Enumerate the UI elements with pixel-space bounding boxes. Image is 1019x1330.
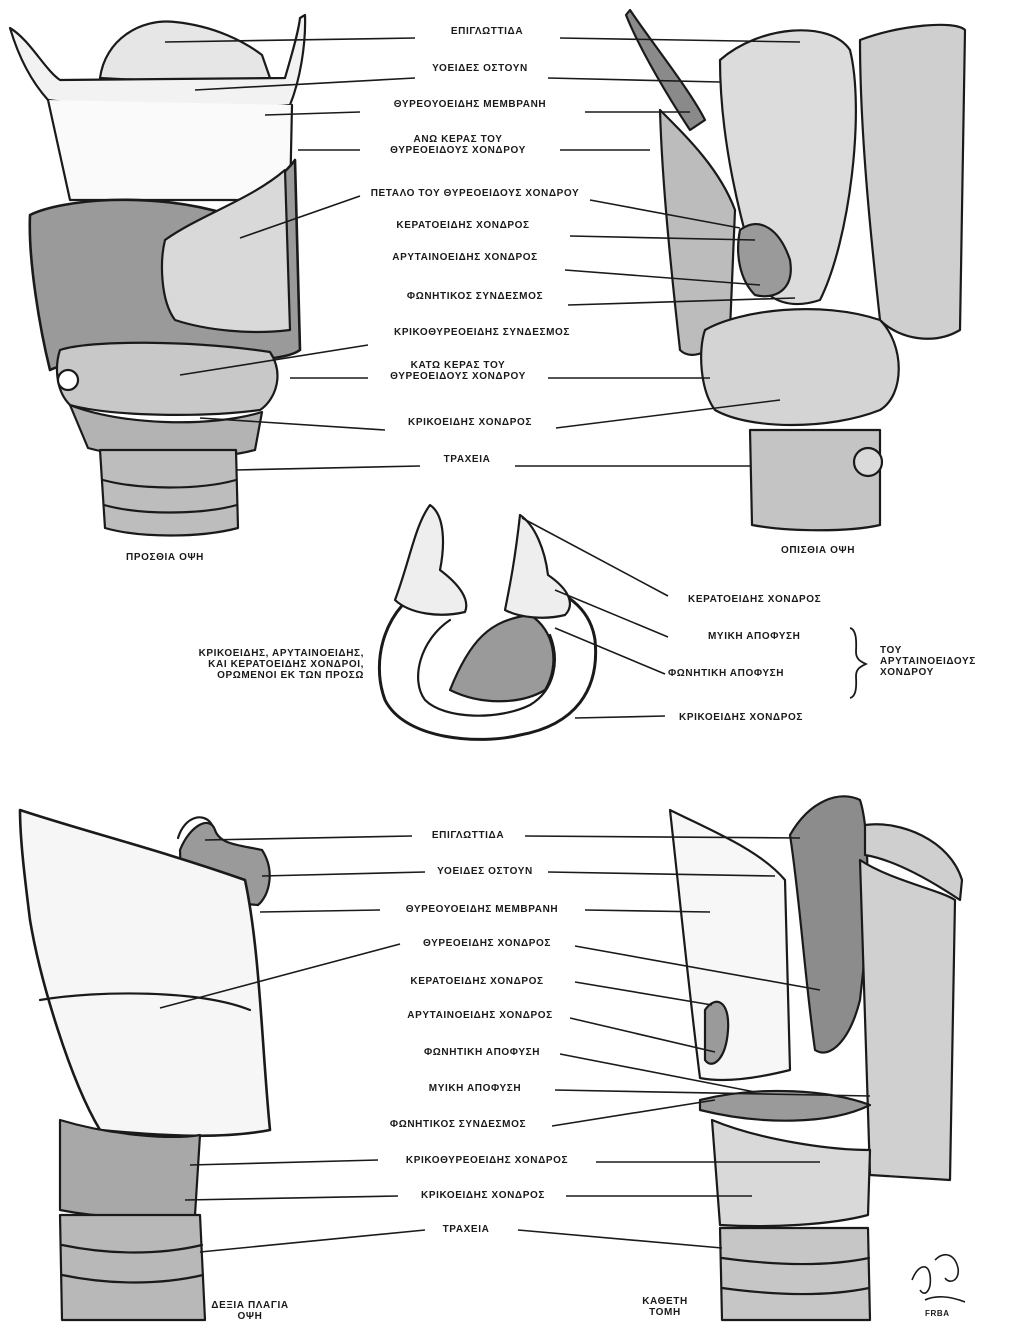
leader-line <box>548 78 720 82</box>
lateral-view-drawing <box>20 810 270 1320</box>
label-thyrohyoid-membrane-top: ΘΥΡΕΟΥΟΕΙΔΗΣ ΜΕΜΒΡΑΝΗ <box>394 99 546 111</box>
middle-cricoid-lamina-shade <box>450 615 553 701</box>
leader-line <box>575 716 665 718</box>
anterior-thyrohyoid-membrane <box>48 100 292 200</box>
label-cricoid-top: ΚΡΙΚΟΕΙΔΗΣ ΧΟΝΔΡΟΣ <box>408 417 532 429</box>
leader-line <box>525 836 800 838</box>
posterior-trachea <box>750 430 880 530</box>
posterior-left-lamina <box>660 110 735 355</box>
anterior-cricothyroid-region <box>57 343 277 415</box>
label-cricothyroid-bottom: ΚΡΙΚΟΘΥΡΕΟΕΙΔΗΣ ΧΟΝΔΡΟΣ <box>406 1155 568 1167</box>
label-middle-brace-caption: ΤΟΥ ΑΡΥΤΑΙΝΟΕΙΔΟΥΣ ΧΟΝΔΡΟΥ <box>880 645 976 678</box>
sagittal-epiglottis <box>790 796 868 1052</box>
leader-line <box>555 590 668 637</box>
leader-line <box>185 1196 398 1200</box>
sagittal-thyroid-plate <box>670 810 790 1080</box>
caption-posterior-view: ΟΠΙΣΘΙΑ ΟΨΗ <box>781 545 855 557</box>
label-hyoid-top: ΥΟΕΙΔΕΣ ΟΣΤΟΥΝ <box>432 63 528 75</box>
anterior-left-horn-knob <box>58 370 78 390</box>
label-epiglottis-bottom: ΕΠΙΓΛΩΤΤΙΔΑ <box>432 830 504 842</box>
caption-signature: FRBA <box>925 1308 950 1320</box>
leader-line <box>205 836 412 840</box>
label-superior-horn: ΑΝΩ ΚΕΡΑΣ ΤΟΥ ΘΥΡΕΟΕΙΔΟΥΣ ΧΟΝΔΡΟΥ <box>390 134 526 156</box>
sagittal-trachea <box>720 1228 870 1320</box>
label-hyoid-bottom: ΥΟΕΙΔΕΣ ΟΣΤΟΥΝ <box>437 866 533 878</box>
label-corniculate-top: ΚΕΡΑΤΟΕΙΔΗΣ ΧΟΝΔΡΟΣ <box>396 220 529 232</box>
middle-left-arytenoid <box>395 505 466 615</box>
anterior-epiglottis <box>100 22 270 81</box>
sagittal-posterior-wall <box>860 860 955 1180</box>
middle-right-arytenoid <box>505 515 570 618</box>
label-arytenoid-top: ΑΡΥΤΑΙΝΟΕΙΔΗΣ ΧΟΝΔΡΟΣ <box>392 252 537 264</box>
label-middle-corniculate: ΚΕΡΑΤΟΕΙΔΗΣ ΧΟΝΔΡΟΣ <box>688 594 821 606</box>
leader-line <box>260 910 380 912</box>
caption-anterior-view: ΠΡΟΣΘΙΑ ΟΨΗ <box>126 552 204 564</box>
lateral-trachea <box>60 1215 205 1320</box>
middle-brace <box>850 628 866 698</box>
caption-right-lateral-view: ΔΕΞΙΑ ΠΛΑΓΙΑ ΟΨΗ <box>211 1300 288 1322</box>
label-middle-left-caption: ΚΡΙΚΟΕΙΔΗΣ, ΑΡΥΤΑΙΝΟΕΙΔΗΣ, ΚΑΙ ΚΕΡΑΤΟΕΙΔ… <box>136 648 364 681</box>
label-muscular-process-bottom: ΜΥΙΚΗ ΑΠΟΦΥΣΗ <box>429 1083 521 1095</box>
leader-line <box>555 628 665 674</box>
label-vocal-process-bottom: ΦΩΝΗΤΙΚΗ ΑΠΟΦΥΣΗ <box>424 1047 540 1059</box>
label-middle-cricoid: ΚΡΙΚΟΕΙΔΗΣ ΧΟΝΔΡΟΣ <box>679 712 803 724</box>
label-epiglottis-top: ΕΠΙΓΛΩΤΤΙΔΑ <box>451 26 523 38</box>
label-inferior-horn: ΚΑΤΩ ΚΕΡΑΣ ΤΟΥ ΘΥΡΕΟΕΙΔΟΥΣ ΧΟΝΔΡΟΥ <box>390 360 526 382</box>
label-cricoid-bottom: ΚΡΙΚΟΕΙΔΗΣ ΧΟΝΔΡΟΣ <box>421 1190 545 1202</box>
leader-line <box>518 1230 722 1248</box>
sagittal-cricoid <box>712 1120 870 1226</box>
posterior-trachea-knob <box>854 448 882 476</box>
leader-line <box>200 1230 425 1252</box>
label-corniculate-bottom: ΚΕΡΑΤΟΕΙΔΗΣ ΧΟΝΔΡΟΣ <box>410 976 543 988</box>
label-middle-muscular-process: ΜΥΙΚΗ ΑΠΟΦΥΣΗ <box>708 631 800 643</box>
artist-signature <box>912 1255 965 1302</box>
posterior-cricoid-lamina <box>701 309 899 425</box>
label-trachea-bottom: ΤΡΑΧΕΙΑ <box>443 1224 490 1236</box>
leader-line <box>190 1160 378 1165</box>
posterior-right-lamina <box>860 25 965 339</box>
anterior-view-drawing <box>10 15 305 536</box>
label-arytenoid-bottom: ΑΡΥΤΑΙΝΟΕΙΔΗΣ ΧΟΝΔΡΟΣ <box>407 1010 552 1022</box>
label-thyroid-bottom: ΘΥΡΕΟΕΙΔΗΣ ΧΟΝΔΡΟΣ <box>423 938 551 950</box>
leader-line <box>262 872 425 876</box>
leader-line <box>236 466 420 470</box>
posterior-view-drawing <box>626 10 965 530</box>
label-vocal-ligament-top: ΦΩΝΗΤΙΚΟΣ ΣΥΝΔΕΣΜΟΣ <box>407 291 543 303</box>
leader-line <box>552 1100 715 1126</box>
label-trachea-top: ΤΡΑΧΕΙΑ <box>444 454 491 466</box>
anterior-trachea <box>100 450 238 536</box>
label-middle-vocal-process: ΦΩΝΗΤΙΚΗ ΑΠΟΦΥΣΗ <box>668 668 784 680</box>
label-thyrohyoid-membrane-bottom: ΘΥΡΕΟΥΟΕΙΔΗΣ ΜΕΜΒΡΑΝΗ <box>406 904 558 916</box>
label-thyroid-lamina: ΠΕΤΑΛΟ ΤΟΥ ΘΥΡΕΟΕΙΔΟΥΣ ΧΟΝΔΡΟΥ <box>371 188 580 200</box>
label-cricothyroid-ligament: ΚΡΙΚΟΘΥΡΕΟΕΙΔΗΣ ΣΥΝΔΕΣΜΟΣ <box>394 327 570 339</box>
caption-sagittal-section: ΚΑΘΕΤΗ ΤΟΜΗ <box>642 1296 688 1318</box>
label-vocal-ligament-bottom: ΦΩΝΗΤΙΚΟΣ ΣΥΝΔΕΣΜΟΣ <box>390 1119 526 1131</box>
